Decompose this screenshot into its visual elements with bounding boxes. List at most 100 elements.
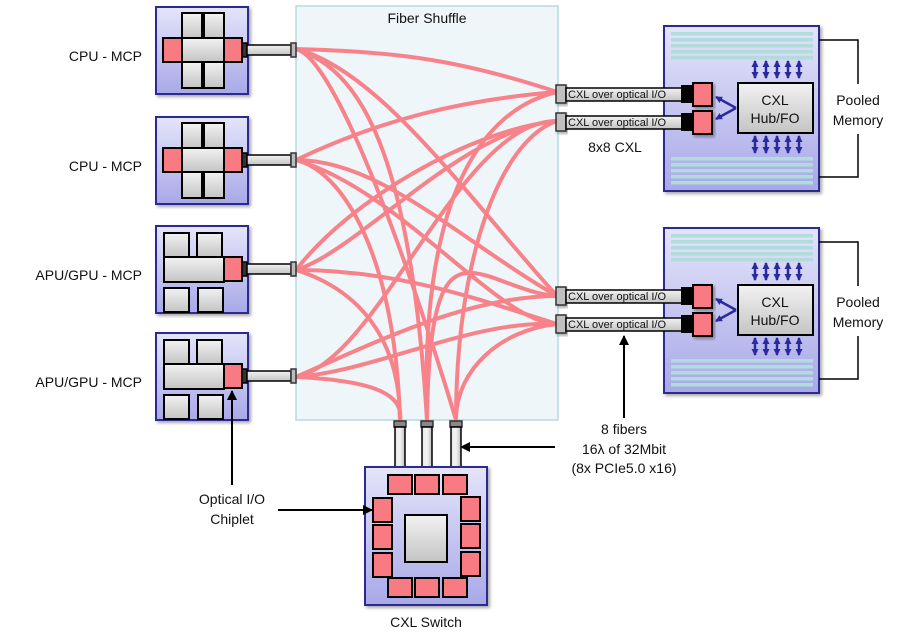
connector-housing — [681, 113, 693, 131]
optical-chiplet — [414, 474, 440, 495]
optical-chiplet-label-line2: Chiplet — [210, 511, 254, 527]
optical-chiplet — [442, 474, 468, 495]
pooled-memory-label-line2: Memory — [833, 112, 884, 128]
io-die — [181, 147, 225, 173]
cxl-hub — [737, 82, 814, 134]
fiber-cable — [246, 370, 292, 382]
pooled-memory-label-line2: Memory — [833, 314, 884, 330]
optical-connector-label: CXL over optical I/O — [568, 117, 666, 129]
fiber-ferrule — [555, 84, 567, 104]
optical-chiplet — [414, 577, 440, 598]
optical-connector-label: CXL over optical I/O — [568, 291, 666, 303]
cxl-hub-label-line1: CXL — [761, 92, 788, 108]
die — [163, 287, 190, 313]
die — [197, 394, 224, 420]
fiber-path — [294, 375, 403, 422]
optical-chiplet — [223, 37, 243, 63]
fiber-ferrule — [290, 152, 297, 168]
memory-stripe — [671, 32, 813, 36]
cxl-hub — [737, 284, 814, 336]
fiber-ferrule — [290, 261, 297, 277]
cxl-switch — [364, 420, 488, 606]
pooled-memory-label-line1: Pooled — [836, 294, 880, 310]
memory-stripe — [671, 234, 813, 238]
fiber-ferrule — [555, 112, 567, 132]
fiber-path — [294, 47, 559, 94]
die — [196, 339, 223, 365]
memory-stripe — [671, 365, 813, 369]
fiber-path — [454, 119, 559, 422]
compute-node-label: APU/GPU - MCP — [35, 267, 142, 283]
fiber-path — [294, 47, 429, 422]
memory-stripe — [671, 175, 813, 179]
die — [181, 12, 203, 40]
fiber-cable — [246, 44, 292, 56]
compute-node-2: CPU - MCP — [69, 116, 297, 205]
fiber-bundle — [294, 47, 559, 422]
memory-stripe — [671, 359, 813, 363]
fiber-cable — [246, 154, 292, 166]
memory-stripe — [671, 163, 813, 167]
fiber-ferrule — [290, 42, 297, 58]
optical-chiplet — [223, 147, 243, 173]
memory-stripe — [671, 377, 813, 381]
connector-housing — [681, 85, 693, 103]
io-die — [181, 37, 225, 63]
fiber-cable — [450, 426, 462, 472]
optical-chiplet — [387, 474, 413, 495]
fiber-ferrule — [393, 420, 407, 428]
link-arrow-icon — [715, 297, 737, 312]
fiber-path — [294, 119, 559, 272]
fiber-shuffle-title: Fiber Shuffle — [387, 10, 466, 26]
die — [203, 122, 225, 150]
connector-housing — [681, 287, 693, 305]
memory-stripe — [671, 246, 813, 250]
optical-chiplet — [387, 577, 413, 598]
die — [203, 61, 225, 89]
memory-stripe — [671, 44, 813, 48]
cxl-hub-label-line2: Hub/FO — [750, 110, 799, 126]
fiber-ferrule — [555, 314, 567, 334]
optical-chiplet — [372, 497, 393, 523]
memory-pool-1: CXL Hub/FO CXL over optical I/O CXL over op… — [555, 25, 884, 192]
link-arrow-icon — [715, 308, 737, 323]
fiber-ferrule — [420, 420, 434, 428]
optical-chiplet — [162, 147, 183, 173]
optical-connector-label: CXL over optical I/O — [568, 89, 666, 101]
cxl-hub-label-line2: Hub/FO — [750, 312, 799, 328]
die — [163, 232, 190, 258]
die — [181, 61, 203, 89]
cxl-switch-label: CXL Switch — [390, 614, 462, 630]
connector-housing — [681, 315, 693, 333]
memory-stripe — [671, 252, 813, 256]
optical-chiplet — [692, 110, 713, 135]
pooled-memory-bracket — [819, 241, 859, 380]
fiber-ferrule — [555, 286, 567, 306]
optical-chiplet — [692, 82, 713, 107]
fiber-path — [424, 90, 559, 422]
compute-node-1: CPU - MCP — [69, 6, 297, 95]
optical-chiplet — [162, 37, 183, 63]
die — [181, 122, 203, 150]
fiber-path — [294, 47, 559, 298]
optical-chiplet — [223, 363, 243, 389]
cxl-8x8-label: 8x8 CXL — [588, 139, 642, 155]
fibers-annotation-line2: 16λ of 32Mbit — [582, 441, 666, 457]
die — [196, 232, 223, 258]
fiber-ferrule — [290, 368, 297, 384]
memory-stripe — [671, 169, 813, 173]
fiber-path — [425, 270, 559, 422]
fiber-path — [454, 322, 559, 422]
memory-stripe — [671, 240, 813, 244]
optical-chiplet — [223, 256, 243, 282]
fiber-path — [294, 90, 559, 162]
optical-chiplet — [372, 524, 393, 550]
optical-chiplet — [460, 551, 481, 577]
fiber-path — [294, 268, 559, 326]
die — [203, 12, 225, 40]
compute-die — [163, 256, 225, 283]
optical-chiplet — [692, 284, 713, 309]
compute-node-3: APU/GPU - MCP — [35, 225, 297, 314]
